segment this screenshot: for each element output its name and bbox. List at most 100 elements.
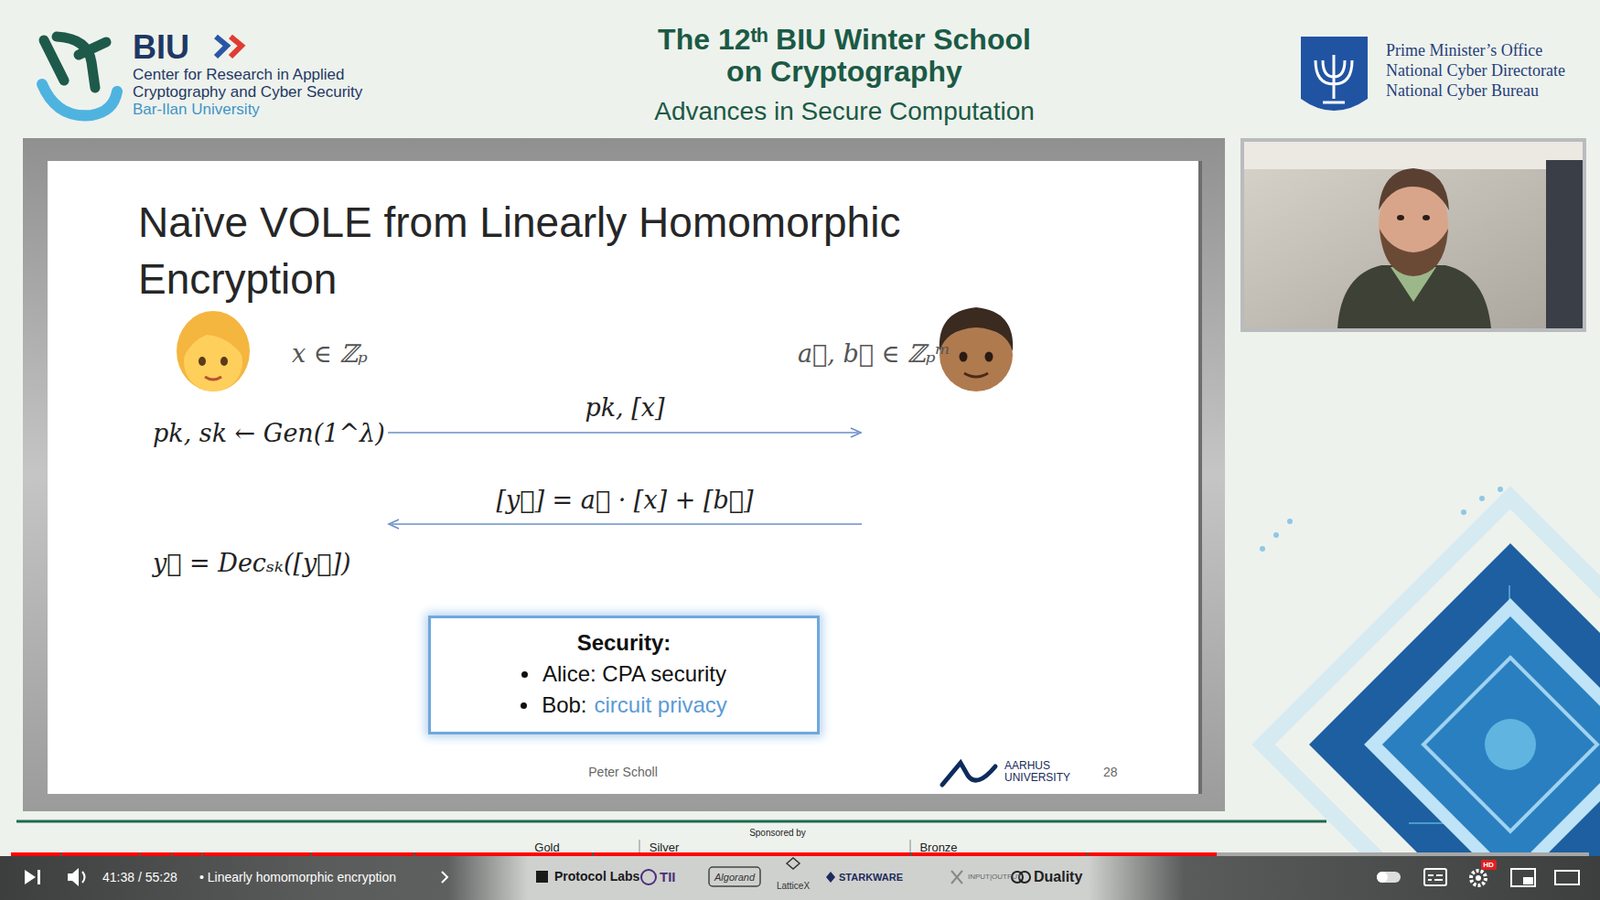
state-emblem bbox=[1300, 36, 1368, 111]
sponsor-office: National Cyber Directorate bbox=[1385, 62, 1566, 81]
player-bar-part bbox=[1511, 869, 1536, 887]
sponsor-tier: Gold bbox=[534, 841, 559, 855]
alice-emoji-part bbox=[204, 376, 222, 380]
sponsor-tier: Bronze bbox=[919, 841, 957, 855]
webcam-video-part bbox=[1546, 160, 1583, 329]
sponsor-logo: Duality bbox=[1033, 869, 1083, 886]
slide-number: 28 bbox=[1103, 765, 1118, 780]
video-time: 41:38 / 55:28 bbox=[102, 870, 178, 885]
event-title: on Cryptography bbox=[726, 55, 963, 88]
player-bar-part bbox=[786, 858, 800, 870]
biu-logo-part bbox=[43, 36, 107, 88]
security-box: Security:Alice: CPA securityBob:circuit … bbox=[428, 615, 820, 735]
decorative-diamond bbox=[1259, 486, 1600, 900]
webcam-video-part bbox=[1240, 138, 1587, 333]
player-bar bbox=[0, 852, 1600, 900]
state-emblem-part bbox=[1315, 54, 1353, 103]
player-bar-part bbox=[1471, 870, 1486, 886]
player-bar-part bbox=[951, 870, 963, 884]
player-bar-part bbox=[310, 852, 312, 857]
webcam-video-part bbox=[1379, 228, 1449, 277]
webcam-video-part bbox=[1378, 168, 1450, 211]
player-bar-part bbox=[1555, 870, 1579, 885]
hd-badge: HD bbox=[1482, 861, 1494, 870]
box-heading: Security: bbox=[577, 627, 672, 659]
decorative-diamond-part bbox=[1259, 546, 1266, 552]
aarhus-logo-part bbox=[942, 762, 996, 785]
sponsor-logo: Protocol Labs bbox=[554, 869, 640, 884]
box-heading-row: Security: bbox=[447, 627, 801, 659]
org-line: Bar-Ilan University bbox=[132, 101, 260, 119]
sponsor-strip-part bbox=[16, 820, 1327, 824]
sponsor-office: Prime Minister’s Office bbox=[1385, 42, 1543, 61]
player-bar-part bbox=[591, 852, 594, 857]
event-subtitle: Advances in Secure Computation bbox=[654, 97, 1035, 127]
decorative-diamond-part bbox=[1287, 518, 1293, 525]
decorative-diamond-part bbox=[1423, 657, 1598, 832]
alice-emoji-part bbox=[183, 320, 244, 357]
player-bar-part bbox=[10, 852, 1590, 857]
alice-emoji-part bbox=[176, 311, 250, 392]
decryption-step: y⃗ = Decₛₖ([y⃗]) bbox=[152, 549, 352, 578]
decorative-diamond-part bbox=[1263, 497, 1600, 900]
bob-emoji-part bbox=[959, 352, 968, 363]
player-bar-part bbox=[82, 871, 86, 883]
webcam-video bbox=[1240, 138, 1587, 333]
bullet-dot bbox=[520, 702, 527, 709]
webcam-video-part bbox=[1422, 214, 1430, 221]
sponsor-heading: Sponsored by bbox=[749, 827, 806, 838]
alice-emoji-part bbox=[198, 356, 206, 366]
sponsor-logo: TII bbox=[659, 869, 677, 886]
player-bar-part bbox=[441, 871, 448, 883]
decorative-diamond-part bbox=[1497, 486, 1504, 493]
bullet-dot bbox=[521, 671, 528, 678]
party-input: a⃗, b⃗ ∈ ℤₚᵐ bbox=[797, 340, 951, 368]
aarhus-logo bbox=[942, 762, 996, 785]
player-bar-part bbox=[910, 852, 913, 857]
player-bar-part bbox=[10, 852, 1217, 857]
slide-frame-part bbox=[1198, 161, 1203, 795]
player-bar-part bbox=[139, 852, 141, 857]
player-bar-part bbox=[67, 868, 79, 887]
key-generation: pk, sk ← Gen(1^λ) bbox=[152, 419, 386, 448]
decorative-diamond-part bbox=[1460, 509, 1467, 516]
decorative-diamond-part bbox=[1309, 543, 1600, 900]
box-text: Bob: bbox=[541, 689, 587, 721]
box-text: circuit privacy bbox=[594, 689, 728, 721]
org-name: BIU bbox=[132, 29, 190, 66]
player-bar-part bbox=[413, 852, 416, 857]
player-bar-part bbox=[171, 852, 173, 857]
player-bar-part bbox=[1086, 852, 1089, 857]
slide-author: Peter Scholl bbox=[588, 765, 657, 780]
org-line: Center for Research in Applied bbox=[132, 66, 345, 85]
bob-emoji-part bbox=[964, 373, 988, 377]
biu-logo-part bbox=[230, 36, 242, 57]
player-bar-part bbox=[24, 869, 36, 885]
slide-frame bbox=[22, 138, 1225, 812]
message-label: pk, [x] bbox=[584, 394, 665, 422]
party-input: x ∈ ℤₚ bbox=[291, 340, 368, 368]
player-bar-part bbox=[37, 869, 41, 885]
bob-emoji-part bbox=[985, 352, 994, 363]
player-bar-part bbox=[0, 856, 1600, 900]
decorative-diamond-part bbox=[1479, 495, 1485, 502]
player-bar-part bbox=[536, 870, 548, 883]
player-bar-part bbox=[60, 852, 63, 857]
player-bar-part bbox=[708, 867, 761, 887]
sponsor-logo: STARKWARE bbox=[838, 871, 903, 883]
bullet-row: Bob:circuit privacy bbox=[447, 689, 801, 721]
message-arrows-part bbox=[850, 428, 861, 438]
decorative-diamond-part bbox=[1373, 607, 1600, 882]
alice-emoji bbox=[176, 311, 250, 392]
org-line: Cryptography and Cyber Security bbox=[132, 84, 363, 102]
chapter-title: • Linearly homomorphic encryption bbox=[199, 870, 397, 885]
university-name: AARHUS UNIVERSITY bbox=[1004, 760, 1078, 784]
player-bar-part bbox=[1428, 875, 1443, 881]
state-emblem-part bbox=[1300, 36, 1368, 111]
player-bar-part bbox=[1376, 871, 1401, 883]
sponsor-tier: Silver bbox=[649, 841, 680, 855]
sponsor-office: National Cyber Bureau bbox=[1385, 82, 1539, 101]
player-bar-part bbox=[641, 869, 656, 885]
